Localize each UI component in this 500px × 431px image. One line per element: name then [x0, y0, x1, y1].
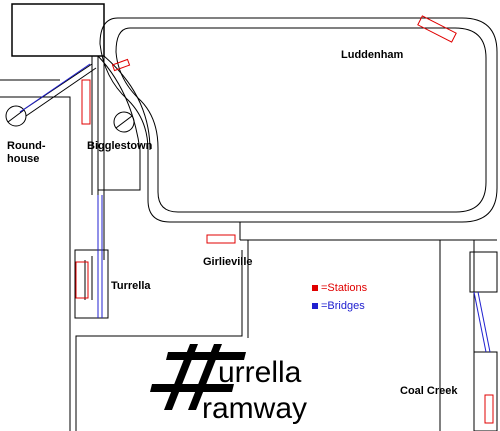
label-bigglestown: Bigglestown: [87, 140, 153, 152]
station-bigglestown-top: [111, 58, 131, 72]
logo-word-tramway: ramway: [202, 392, 308, 425]
label-coal-creek: Coal Creek: [400, 385, 458, 397]
logo-mark: [150, 344, 246, 410]
coal-creek-side-box: [469, 251, 498, 293]
logo-word-turrella: urrella: [218, 356, 302, 389]
label-roundhouse-line2: house: [7, 153, 40, 165]
bridge-coal-creek: [477, 291, 491, 353]
label-luddenham: Luddenham: [341, 49, 404, 61]
bigglestown-turntable: [113, 111, 135, 133]
roundhouse-building: [0, 96, 71, 431]
legend-bridge-swatch: [312, 303, 318, 310]
label-turrella: Turrella: [111, 280, 151, 292]
legend-station-swatch: [312, 285, 318, 292]
station-girlieville: [206, 234, 236, 244]
main-loop-outer: [99, 17, 498, 223]
station-coal-creek: [484, 394, 494, 424]
top-left-building: [11, 3, 105, 57]
turrella-box: [74, 249, 109, 319]
station-turrella: [75, 261, 89, 299]
label-roundhouse-line1: Round-: [7, 140, 46, 152]
label-girlieville: Girlieville: [203, 256, 253, 268]
legend-bridges: =Bridges: [312, 300, 365, 313]
main-loop-inner: [115, 27, 487, 213]
legend-stations-text: =Stations: [321, 282, 368, 294]
legend-bridges-text: =Bridges: [321, 300, 365, 312]
roundhouse-turntable: [5, 105, 27, 127]
station-luddenham: [417, 15, 457, 43]
station-bigglestown-side: [81, 79, 91, 125]
legend-stations: =Stations: [312, 282, 367, 295]
